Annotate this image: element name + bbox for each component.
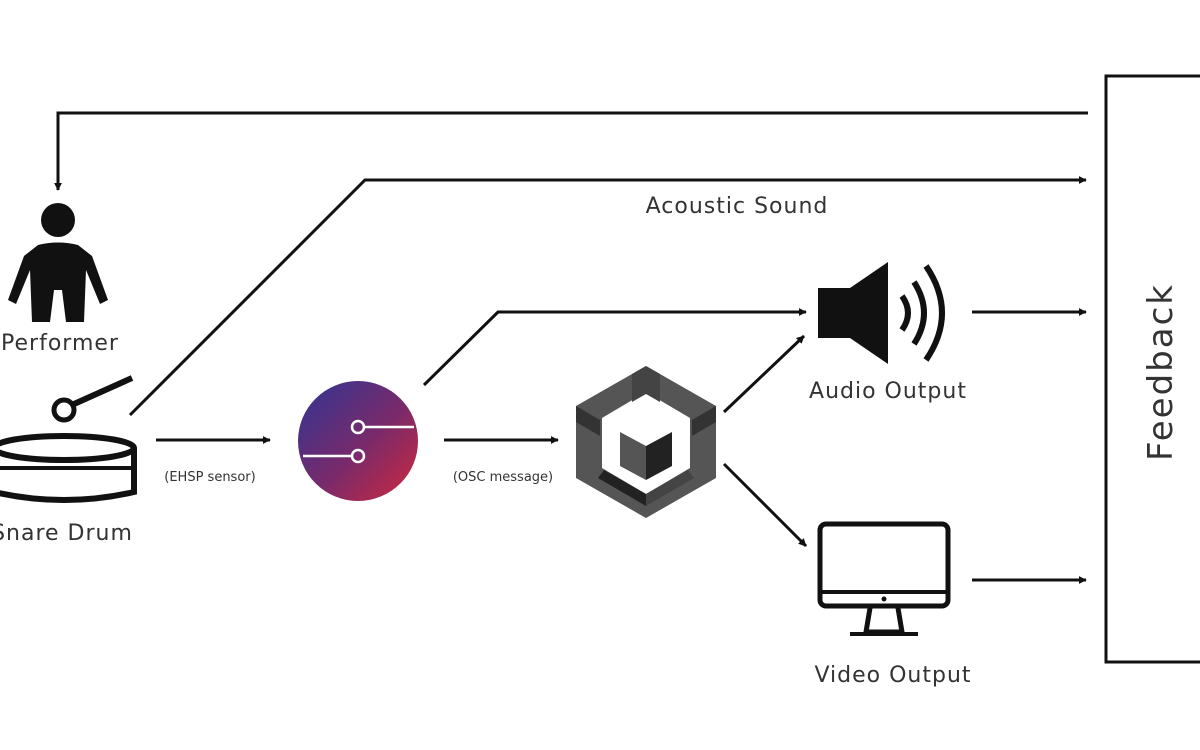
speaker-icon — [818, 262, 945, 364]
osc-message-label: (OSC message) — [453, 470, 553, 485]
engine-to-video-arrow — [722, 462, 808, 548]
snare-drum-icon — [0, 375, 137, 503]
person-icon — [8, 203, 108, 322]
unity-cube-icon — [576, 366, 716, 518]
snare-drum-label: Snare Drum — [0, 521, 133, 546]
ehsp-sensor-label: (EHSP sensor) — [164, 470, 255, 485]
sensor-to-audio-arrow — [422, 308, 807, 387]
performer-label: Performer — [1, 331, 119, 356]
feedback-return-arrow — [54, 111, 1088, 191]
feedback-label: Feedback — [1141, 283, 1181, 461]
acoustic-sound-arrow — [128, 176, 1087, 417]
sensor-app-icon — [298, 381, 418, 501]
monitor-icon — [817, 521, 951, 636]
engine-to-audio-arrow — [722, 334, 806, 414]
acoustic-sound-label: Acoustic Sound — [646, 194, 829, 219]
audio-output-label: Audio Output — [809, 379, 967, 404]
video-output-label: Video Output — [814, 663, 971, 688]
feedback-box — [1104, 74, 1200, 664]
